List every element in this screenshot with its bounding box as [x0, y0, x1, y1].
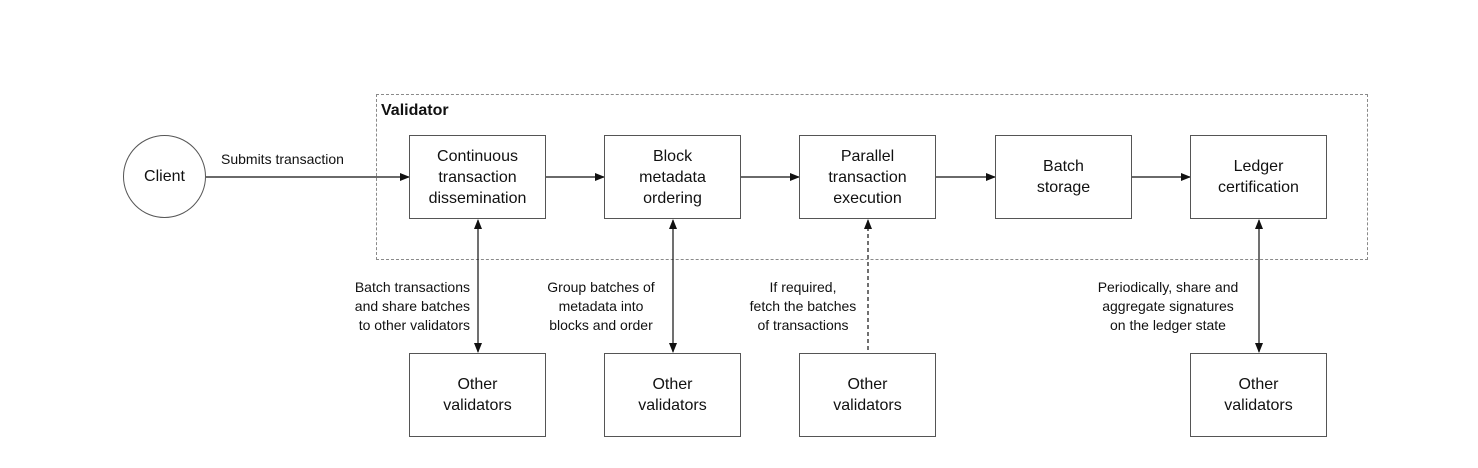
other-validators-line: validators — [443, 397, 512, 414]
execution-edge-label: If required, fetch the batches of transa… — [733, 278, 873, 335]
storage-line: Batch — [1043, 158, 1084, 175]
ordering-line: ordering — [643, 189, 702, 207]
other-validators-box: Other validators — [1190, 353, 1327, 437]
dissemination-line: transaction — [438, 168, 517, 186]
other-validators-line: validators — [1224, 397, 1293, 414]
storage-box: Batch storage — [995, 135, 1132, 219]
other-validators-line: Other — [457, 376, 498, 393]
ordering-edge-label-line: Group batches of — [547, 279, 655, 295]
dissemination-edge-label-line: Batch transactions — [354, 279, 470, 295]
certification-edge-label: Periodically, share and aggregate signat… — [1082, 278, 1254, 335]
execution-line: execution — [833, 189, 902, 207]
dissemination-line: Continuous — [437, 147, 518, 165]
submit-edge-label: Submits transaction — [221, 151, 344, 167]
certification-edge-label-line: aggregate signatures — [1102, 298, 1234, 314]
ordering-box: Block metadata ordering — [604, 135, 741, 219]
other-validators-box: Other validators — [409, 353, 546, 437]
other-validators-line: Other — [1238, 376, 1279, 393]
certification-box: Ledger certification — [1190, 135, 1327, 219]
dissemination-line: dissemination — [428, 189, 527, 207]
other-validators-line: Other — [847, 376, 888, 393]
other-validators-line: Other — [652, 376, 693, 393]
execution-line: Parallel — [840, 147, 895, 165]
other-validators-line: validators — [638, 397, 707, 414]
ordering-edge-label: Group batches of metadata into blocks an… — [530, 278, 672, 335]
ordering-line: Block — [652, 147, 693, 165]
dissemination-edge-label-line: and share batches — [354, 298, 470, 314]
certification-line: Ledger — [1233, 158, 1284, 175]
dissemination-edge-label: Batch transactions and share batches to … — [330, 278, 470, 335]
execution-edge-label-line: fetch the batches — [749, 298, 857, 314]
dissemination-edge-label-line: to other validators — [358, 317, 470, 333]
certification-line: certification — [1218, 179, 1299, 196]
storage-line: storage — [1036, 179, 1091, 196]
certification-edge-label-line: on the ledger state — [1110, 317, 1226, 333]
certification-edge-label-line: Periodically, share and — [1097, 279, 1239, 295]
client-node: Client — [123, 135, 206, 218]
other-validators-box: Other validators — [604, 353, 741, 437]
ordering-edge-label-line: blocks and order — [549, 317, 653, 333]
validator-title: Validator — [381, 102, 449, 119]
execution-box: Parallel transaction execution — [799, 135, 936, 219]
ordering-line: metadata — [639, 168, 706, 186]
ordering-edge-label-line: metadata into — [558, 298, 644, 314]
execution-edge-label-line: of transactions — [757, 317, 849, 333]
other-validators-line: validators — [833, 397, 902, 414]
execution-line: transaction — [828, 168, 907, 186]
execution-edge-label-line: If required, — [769, 279, 837, 295]
dissemination-box: Continuous transaction dissemination — [409, 135, 546, 219]
client-label: Client — [144, 167, 185, 185]
other-validators-box: Other validators — [799, 353, 936, 437]
